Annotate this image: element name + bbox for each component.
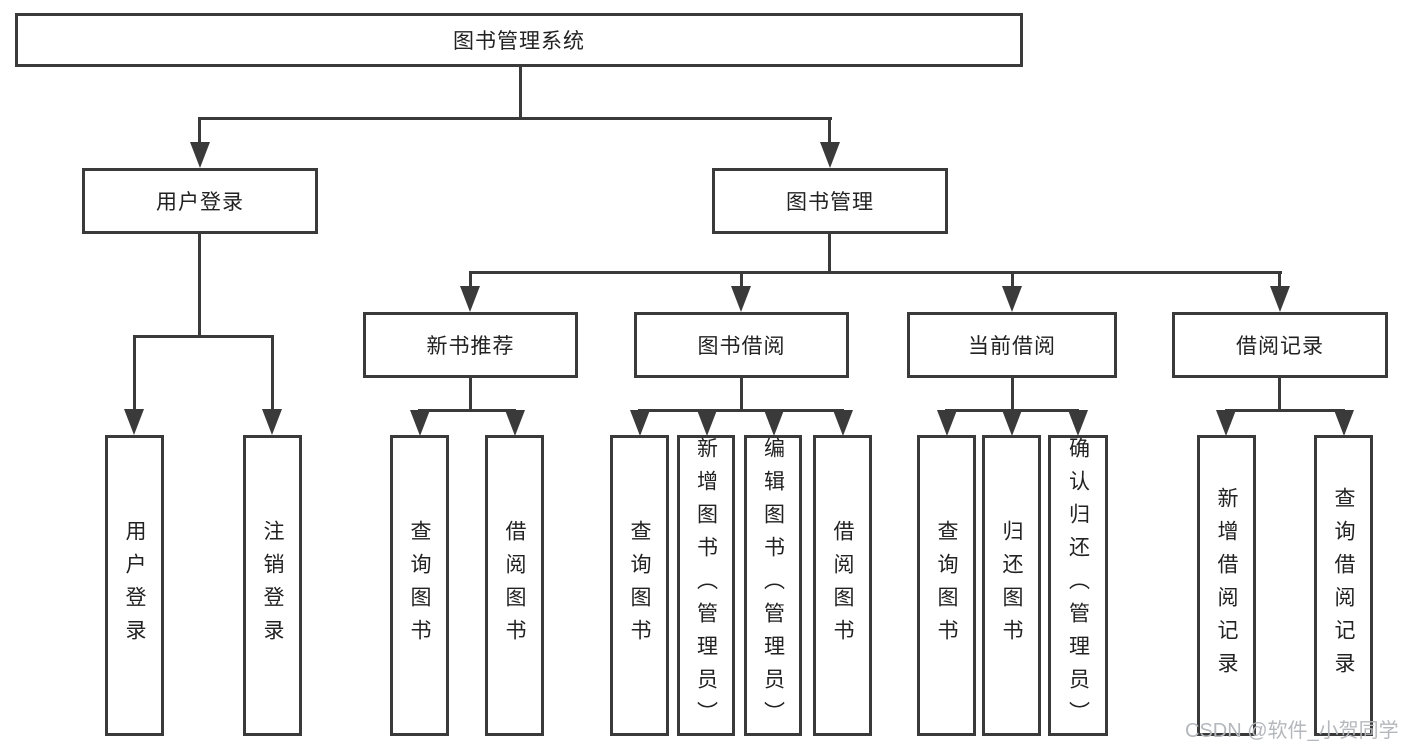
connector-line xyxy=(519,66,522,119)
arrow-down-icon xyxy=(410,410,430,436)
node-label: 查询图书 xyxy=(628,519,651,652)
connector-line xyxy=(740,272,743,288)
arrow-down-icon xyxy=(460,286,480,312)
arrow-down-icon xyxy=(262,409,282,435)
arrow-down-icon xyxy=(937,410,957,436)
node-leaf-return-books: 归还图书 xyxy=(982,435,1041,736)
arrow-down-icon xyxy=(833,410,853,436)
connector-line xyxy=(1278,378,1281,411)
node-label: 借阅记录 xyxy=(1236,335,1324,358)
node-borrowing-records: 借阅记录 xyxy=(1172,312,1388,378)
node-label: 归还图书 xyxy=(1000,519,1023,652)
node-label: 借阅图书 xyxy=(831,519,854,652)
arrow-down-icon xyxy=(505,410,525,436)
connector-line xyxy=(198,234,201,337)
arrow-down-icon xyxy=(764,410,784,436)
connector-line xyxy=(828,234,831,274)
node-label: 新增图书（管理员） xyxy=(694,437,718,734)
arrow-down-icon xyxy=(1068,410,1088,436)
node-label: 编辑图书（管理员） xyxy=(761,437,785,734)
arrow-down-icon xyxy=(1216,410,1236,436)
connector-line xyxy=(271,335,274,410)
node-label: 用户登录 xyxy=(156,191,244,214)
connector-line xyxy=(469,271,1282,274)
node-label: 注销登录 xyxy=(261,519,284,652)
arrow-down-icon xyxy=(731,286,751,312)
node-leaf-query-books-borrowing: 查询图书 xyxy=(610,435,669,736)
node-label: 图书管理系统 xyxy=(453,30,585,53)
node-label: 确认归还（管理员） xyxy=(1066,437,1090,734)
node-leaf-user-login: 用户登录 xyxy=(105,435,164,736)
connector-line xyxy=(1225,409,1345,412)
connector-line xyxy=(418,409,516,412)
connector-line xyxy=(828,117,831,145)
arrow-down-icon xyxy=(630,410,650,436)
arrow-down-icon xyxy=(1270,286,1290,312)
connector-line xyxy=(1278,272,1281,288)
node-leaf-query-books-current: 查询图书 xyxy=(917,435,976,736)
node-leaf-query-books-recommend: 查询图书 xyxy=(390,435,449,736)
connector-line xyxy=(133,335,274,338)
node-leaf-borrow-books-recommend: 借阅图书 xyxy=(485,435,544,736)
node-current-borrowing: 当前借阅 xyxy=(907,312,1117,378)
node-label: 用户登录 xyxy=(123,519,146,652)
node-new-book-recommendation: 新书推荐 xyxy=(363,312,578,378)
connector-line xyxy=(469,378,472,411)
node-label: 当前借阅 xyxy=(968,335,1056,358)
arrow-down-icon xyxy=(190,142,210,168)
node-label: 新书推荐 xyxy=(426,335,515,358)
arrow-down-icon xyxy=(1002,410,1022,436)
connector-line xyxy=(198,117,201,145)
node-leaf-borrow-books: 借阅图书 xyxy=(813,435,872,736)
node-label: 查询借阅记录 xyxy=(1332,486,1355,685)
node-label: 查询图书 xyxy=(408,519,431,652)
node-label: 查询图书 xyxy=(935,519,958,652)
node-user-login: 用户登录 xyxy=(82,168,318,234)
node-leaf-edit-books-admin: 编辑图书（管理员） xyxy=(744,435,802,736)
connector-line xyxy=(1011,378,1014,411)
node-leaf-confirm-return-admin: 确认归还（管理员） xyxy=(1048,435,1108,736)
node-book-management: 图书管理 xyxy=(712,168,948,234)
node-label: 图书借阅 xyxy=(697,335,786,358)
connector-line xyxy=(133,335,136,410)
node-book-borrowing: 图书借阅 xyxy=(634,312,849,378)
connector-line xyxy=(469,272,472,288)
node-leaf-query-borrow-record: 查询借阅记录 xyxy=(1314,435,1373,736)
connector-line xyxy=(198,117,832,120)
node-label: 图书管理 xyxy=(786,191,874,214)
node-leaf-logout: 注销登录 xyxy=(243,435,302,736)
arrow-down-icon xyxy=(124,409,144,435)
arrow-down-icon xyxy=(1002,286,1022,312)
node-label: 新增借阅记录 xyxy=(1215,486,1238,685)
node-library-management-system: 图书管理系统 xyxy=(15,13,1023,67)
csdn-watermark: CSDN @软件_小贺同学 xyxy=(1185,720,1399,742)
node-leaf-add-books-admin: 新增图书（管理员） xyxy=(677,435,735,736)
node-label: 借阅图书 xyxy=(503,519,526,652)
arrow-down-icon xyxy=(697,410,717,436)
connector-line xyxy=(638,409,844,412)
connector-line xyxy=(1011,272,1014,288)
arrow-down-icon xyxy=(820,142,840,168)
node-leaf-add-borrow-record: 新增借阅记录 xyxy=(1197,435,1256,736)
connector-line xyxy=(740,378,743,411)
arrow-down-icon xyxy=(1334,410,1354,436)
